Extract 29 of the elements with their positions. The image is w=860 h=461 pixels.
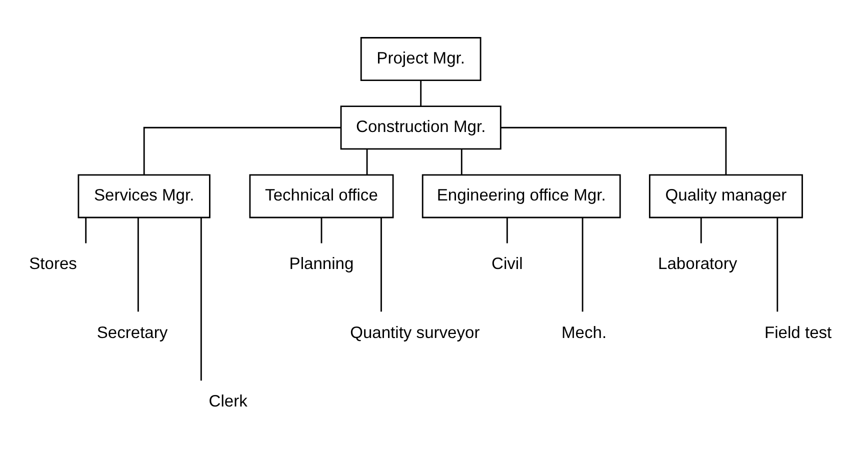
connector	[506, 218, 508, 244]
node-box: Services Mgr.	[78, 174, 210, 218]
connector	[320, 218, 322, 244]
connector	[143, 126, 341, 175]
node-text: Quantity surveyor	[350, 322, 480, 342]
connector	[137, 218, 139, 312]
connector	[200, 218, 202, 381]
node-text: Clerk	[208, 391, 248, 410]
connector	[776, 218, 778, 312]
node-text: Civil	[492, 254, 523, 274]
node-text: Planning	[289, 254, 354, 274]
node-box: Technical office	[249, 174, 394, 218]
connector	[420, 80, 422, 106]
node-box: Engineering office Mgr.	[422, 174, 621, 218]
node-text: Laboratory	[658, 254, 738, 274]
connector	[366, 148, 368, 175]
node-box: Quality manager	[648, 174, 803, 218]
connector	[85, 218, 87, 244]
connector	[501, 126, 727, 175]
node-text: Secretary	[96, 322, 168, 342]
node-box: Construction Mgr.	[340, 106, 502, 150]
connector	[460, 148, 462, 175]
node-text: Stores	[29, 254, 77, 274]
connector	[700, 218, 702, 244]
node-box: Project Mgr.	[360, 37, 482, 82]
connector	[380, 218, 382, 312]
node-text: Mech.	[562, 322, 607, 342]
connector	[582, 218, 584, 312]
node-text: Field test	[764, 322, 832, 342]
